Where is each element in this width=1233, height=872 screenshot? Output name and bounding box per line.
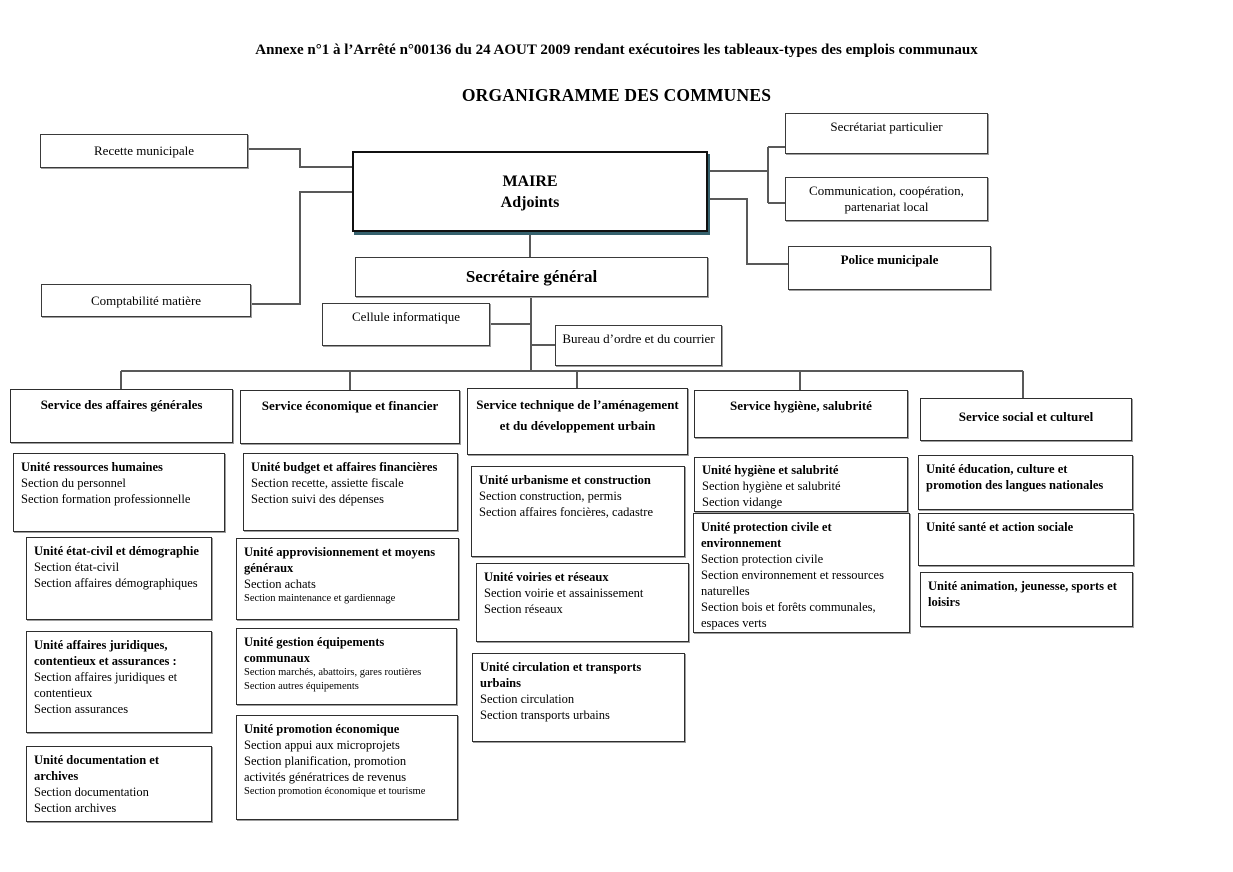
unit-section: Section affaires démographiques (34, 576, 198, 590)
connector-maire-secretariat-communication (708, 146, 785, 204)
service-affaires-generales: Service des affaires générales (10, 389, 233, 443)
unit-section: Section marchés, abattoirs, gares routiè… (244, 667, 422, 678)
unit-title: Unité ressources humaines (21, 460, 163, 474)
unit-title: Unité urbanisme et construction (479, 473, 651, 487)
box-bureau-ordre-courrier: Bureau d’ordre et du courrier (555, 325, 722, 366)
unit-etat-civil-demographie: Unité état-civil et démographie Section … (26, 537, 212, 620)
box-communication-cooperation: Communication, coopération, partenariat … (785, 177, 988, 221)
unit-affaires-juridiques: Unité affaires juridiques, contentieux e… (26, 631, 212, 733)
unit-title: Unité santé et action sociale (926, 520, 1074, 534)
unit-title: Unité documentation et archives (34, 753, 159, 783)
unit-section: Section protection civile (701, 552, 824, 566)
unit-section: Section du personnel (21, 476, 126, 490)
maire-subtitle: Adjoints (500, 193, 560, 211)
box-label: Recette municipale (94, 143, 194, 158)
connector-comptabilite-maire (250, 191, 352, 305)
unit-circulation-transports-urbains: Unité circulation et transports urbains … (472, 653, 685, 742)
unit-budget-affaires-financieres: Unité budget et affaires financières Sec… (243, 453, 458, 531)
unit-title: Unité protection civile et environnement (701, 520, 832, 550)
box-recette-municipale: Recette municipale (40, 134, 248, 168)
unit-title: Unité promotion économique (244, 722, 400, 736)
connector-maire-police (708, 198, 788, 265)
service-hygiene-salubrite: Service hygiène, salubrité (694, 390, 908, 438)
connector-services-bus (120, 370, 1024, 398)
box-label: Secrétaire général (465, 267, 598, 286)
box-label: Cellule informatique (352, 309, 460, 324)
unit-section: Section suivi des dépenses (251, 492, 384, 506)
service-economique-financier: Service économique et financier (240, 390, 460, 444)
unit-urbanisme-construction: Unité urbanisme et construction Section … (471, 466, 685, 557)
unit-section: Section circulation (480, 692, 575, 706)
unit-approvisionnement-moyens-generaux: Unité approvisionnement et moyens généra… (236, 538, 459, 620)
unit-animation-jeunesse-sports: Unité animation, jeunesse, sports et loi… (920, 572, 1133, 627)
unit-hygiene-salubrite: Unité hygiène et salubrité Section hygiè… (694, 457, 908, 512)
unit-promotion-economique: Unité promotion économique Section appui… (236, 715, 458, 820)
box-label: Secrétariat particulier (830, 119, 943, 134)
unit-section: Section achats (244, 577, 316, 591)
connector-recette-maire (248, 148, 352, 168)
unit-title: Unité gestion équipements communaux (244, 635, 385, 665)
box-label: Police municipale (840, 252, 939, 267)
annex-title: Annexe n°1 à l’Arrêté n°00136 du 24 AOUT… (255, 42, 978, 58)
box-label: Communication, coopération, partenariat … (809, 183, 964, 214)
service-social-culturel: Service social et culturel (920, 398, 1132, 441)
unit-section: Section environnement et ressources natu… (701, 568, 884, 598)
unit-section: Section autres équipements (244, 681, 359, 692)
unit-title: Unité animation, jeunesse, sports et loi… (928, 579, 1117, 609)
unit-section: Section recette, assiette fiscale (251, 476, 404, 490)
unit-section: Section planification, promotion activit… (244, 754, 407, 784)
unit-section: Section assurances (34, 702, 129, 716)
unit-section: Section hygiène et salubrité (702, 479, 841, 493)
unit-title: Unité état-civil et démographie (34, 544, 199, 558)
unit-section: Section voirie et assainissement (484, 586, 644, 600)
unit-title: Unité affaires juridiques, contentieux e… (34, 638, 177, 668)
unit-section: Section maintenance et gardiennage (244, 593, 396, 604)
unit-section: Section réseaux (484, 602, 563, 616)
unit-section: Section affaires juridiques et contentie… (34, 670, 178, 700)
box-police-municipale: Police municipale (788, 246, 991, 290)
unit-section: Section bois et forêts communales, espac… (701, 600, 876, 630)
unit-protection-civile-environnement: Unité protection civile et environnement… (693, 513, 910, 633)
box-cellule-informatique: Cellule informatique (322, 303, 490, 346)
unit-gestion-equipements-communaux: Unité gestion équipements communaux Sect… (236, 628, 457, 705)
unit-section: Section documentation (34, 785, 149, 799)
unit-section: Section état-civil (34, 560, 120, 574)
unit-title: Unité hygiène et salubrité (702, 463, 839, 477)
box-secretaire-general: Secrétaire général (355, 257, 708, 297)
box-secretariat-particulier: Secrétariat particulier (785, 113, 988, 154)
unit-section: Section affaires foncières, cadastre (479, 505, 653, 519)
unit-voiries-reseaux: Unité voiries et réseaux Section voirie … (476, 563, 689, 642)
chart-title: ORGANIGRAMME DES COMMUNES (461, 85, 772, 105)
box-comptabilite-matiere: Comptabilité matière (41, 284, 251, 317)
box-maire-adjoints: MAIRE Adjoints (352, 151, 708, 232)
service-technique-amenagement: Service technique de l’aménagement et du… (467, 388, 688, 455)
maire-title: MAIRE (502, 172, 558, 190)
unit-education-culture-langues: Unité éducation, culture et promotion de… (918, 455, 1133, 510)
unit-section: Section archives (34, 801, 117, 815)
unit-section: Section vidange (702, 495, 783, 509)
unit-ressources-humaines: Unité ressources humaines Section du per… (13, 453, 225, 532)
unit-title: Unité circulation et transports urbains (480, 660, 642, 690)
unit-section: Section construction, permis (479, 489, 622, 503)
unit-section: Section formation professionnelle (21, 492, 191, 506)
unit-section: Section transports urbains (480, 708, 610, 722)
unit-title: Unité éducation, culture et promotion de… (926, 462, 1104, 492)
unit-title: Unité approvisionnement et moyens généra… (244, 545, 436, 575)
box-label: Comptabilité matière (90, 292, 202, 308)
unit-sante-action-sociale: Unité santé et action sociale (918, 513, 1134, 566)
unit-section: Section appui aux microprojets (244, 738, 400, 752)
unit-title: Unité budget et affaires financières (251, 460, 438, 474)
unit-title: Unité voiries et réseaux (484, 570, 609, 584)
unit-documentation-archives: Unité documentation et archives Section … (26, 746, 212, 822)
box-label: Bureau d’ordre et du courrier (562, 331, 715, 346)
unit-section: Section promotion économique et tourisme (244, 786, 426, 797)
